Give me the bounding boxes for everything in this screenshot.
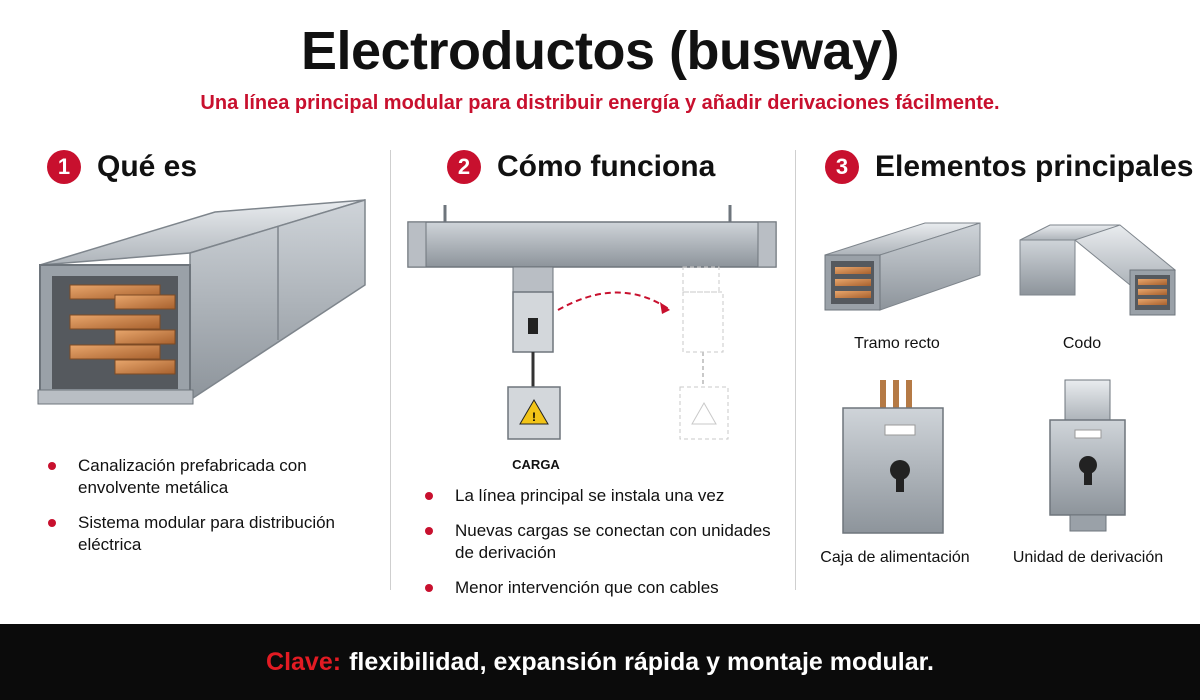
section-how-it-works-bullets: La línea principal se instala una vez Nu… <box>425 485 775 612</box>
bullet-dot <box>425 527 433 535</box>
bullet-dot <box>425 584 433 592</box>
hazard-mark: ! <box>532 410 536 424</box>
list-item: Canalización prefabricada con envolvente… <box>48 455 368 499</box>
item-caption: Tramo recto <box>854 335 940 352</box>
footer-key-label: Clave: <box>266 647 342 676</box>
list-item: Nuevas cargas se conectan con unidades d… <box>425 520 775 564</box>
section-title: Elementos principales <box>875 150 1194 183</box>
section-what-is-header: 1 Qué es <box>47 150 197 184</box>
section-number-badge: 1 <box>47 150 81 184</box>
list-item: Menor intervención que con cables <box>425 577 775 599</box>
section-what-is-bullets: Canalización prefabricada con envolvente… <box>48 455 368 569</box>
page-title: Electroductos (busway) <box>300 21 900 81</box>
section-how-it-works-header: 2 Cómo funciona <box>447 150 715 184</box>
column-divider <box>390 150 391 590</box>
section-title: Cómo funciona <box>497 150 716 183</box>
item-caption: Caja de alimentación <box>820 549 970 566</box>
straight-section-illustration <box>824 222 981 311</box>
item-caption: Codo <box>1062 335 1102 352</box>
bullet-dot <box>48 462 56 470</box>
page-subtitle: Una línea principal modular para distrib… <box>200 92 1000 114</box>
section-number-badge: 3 <box>825 150 859 184</box>
busway-tap-off-diagram: ! <box>407 205 777 440</box>
busway-cutaway-illustration <box>37 198 366 405</box>
load-label: CARGA <box>512 457 560 472</box>
bullet-dot <box>48 519 56 527</box>
column-divider <box>795 150 796 590</box>
section-title: Qué es <box>97 150 198 183</box>
feed-box-illustration <box>842 380 944 534</box>
bullet-dot <box>425 492 433 500</box>
list-item: Sistema modular para distribución eléctr… <box>48 512 368 556</box>
footer-banner: Clave: flexibilidad, expansión rápida y … <box>0 624 1200 700</box>
footer-text: flexibilidad, expansión rápida y montaje… <box>349 647 934 676</box>
item-caption: Unidad de derivación <box>1012 549 1164 566</box>
elbow-illustration <box>1019 224 1177 316</box>
section-main-elements-header: 3 Elementos principales <box>825 150 1193 184</box>
section-number-badge: 2 <box>447 150 481 184</box>
list-item: La línea principal se instala una vez <box>425 485 775 507</box>
tap-off-unit-illustration <box>1049 379 1126 532</box>
